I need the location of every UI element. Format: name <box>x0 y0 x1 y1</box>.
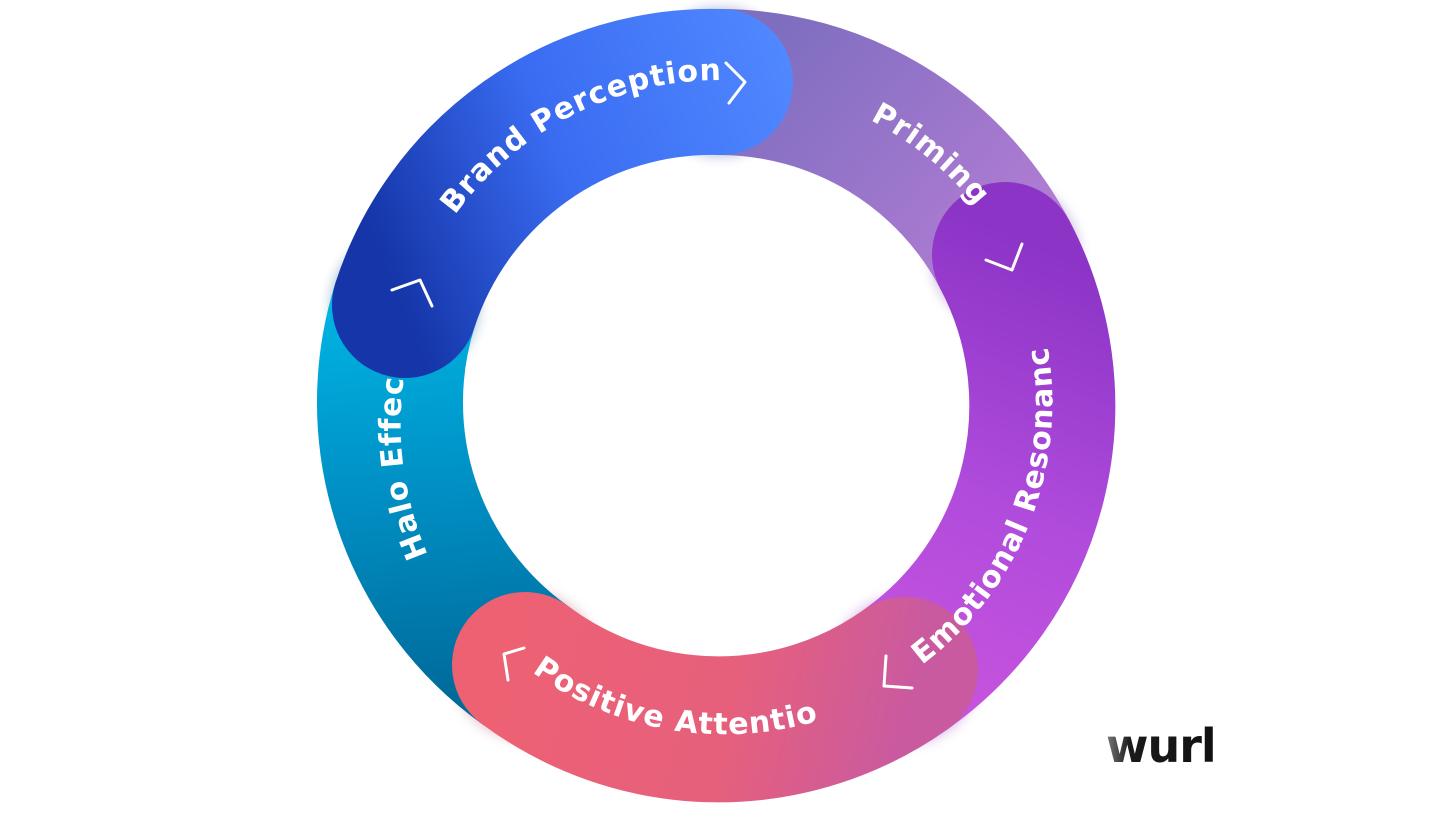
chevron-right-icon <box>724 61 747 105</box>
wurl-logo: wurl <box>1106 719 1217 773</box>
chevron-up-right-icon <box>390 278 434 308</box>
chevron-down-icon <box>984 242 1024 272</box>
segment-brand-perception <box>332 8 793 378</box>
chevron-down-left-icon <box>882 654 914 690</box>
segment-positive-attention <box>452 592 978 803</box>
chevron-left-icon <box>502 646 526 682</box>
